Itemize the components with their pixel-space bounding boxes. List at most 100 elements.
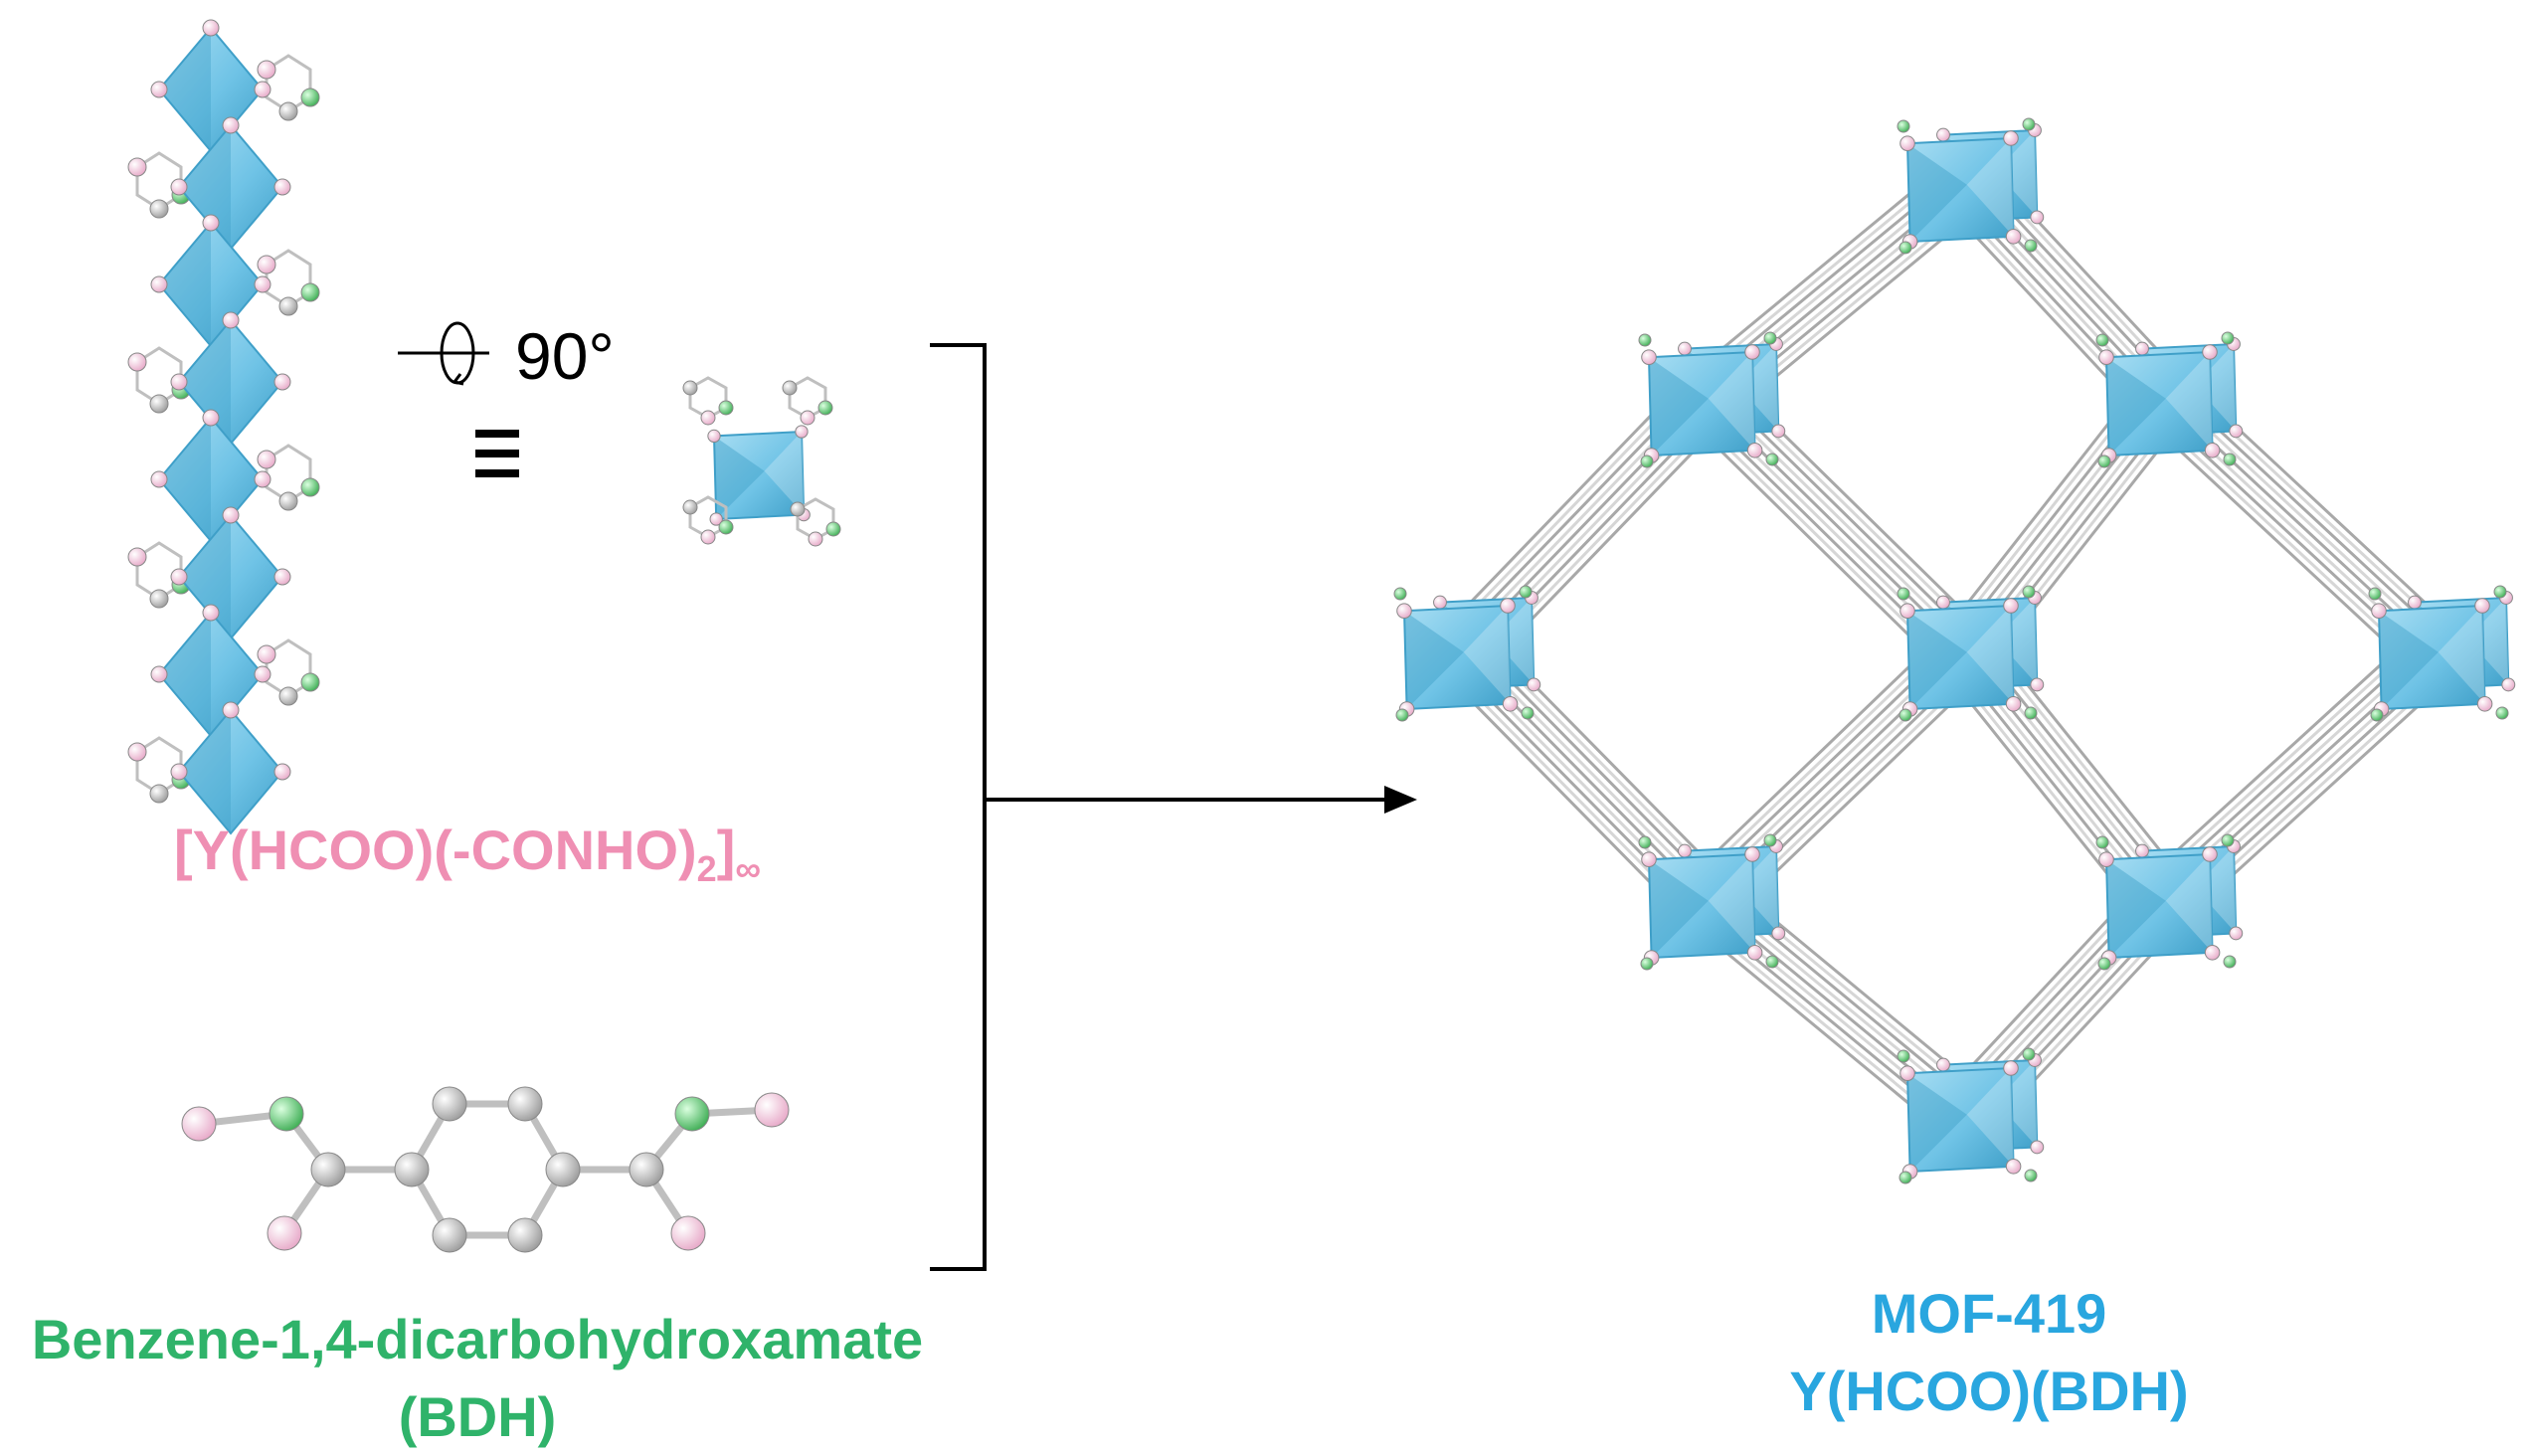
atom-N — [718, 400, 734, 416]
atom-O — [1746, 443, 1763, 458]
atom-C — [149, 589, 169, 609]
atom-N — [2495, 706, 2509, 720]
atom-N — [269, 1096, 304, 1132]
chain-formula-label: [Y(HCOO)(-CONHO)2]∞ — [173, 819, 762, 889]
polyhedron-face — [2379, 611, 2439, 709]
atom-O — [1771, 926, 1786, 941]
atom-O — [150, 665, 168, 683]
atom-C — [278, 491, 298, 511]
atom-N — [825, 521, 841, 537]
linker-strand — [1688, 920, 1949, 1137]
atom-O — [1641, 851, 1657, 867]
atom-O — [795, 425, 809, 439]
atom-O — [2204, 945, 2221, 961]
atom-O — [170, 373, 188, 391]
atom-O — [2474, 598, 2490, 614]
atom-N — [1897, 1049, 1910, 1063]
atom-O — [127, 157, 147, 177]
atom-O — [2030, 210, 2045, 225]
atom-O — [222, 506, 240, 524]
atom-C — [432, 1217, 467, 1253]
atom-O — [700, 529, 716, 545]
polyhedron-face — [1708, 854, 1755, 953]
mof-419-framework — [1393, 117, 2516, 1184]
atom-C — [507, 1217, 543, 1253]
atom-N — [1763, 331, 1777, 345]
polyhedron-face — [2466, 598, 2509, 685]
chain-rod-structure — [127, 19, 320, 835]
atom-O — [2030, 1140, 2045, 1155]
atom-O — [202, 604, 220, 622]
atom-N — [2370, 708, 2384, 722]
atom-O — [709, 512, 723, 526]
atom-O — [1641, 349, 1657, 365]
atom-O — [2229, 424, 2244, 439]
atom-N — [1519, 585, 1533, 599]
atom-N — [2221, 833, 2235, 847]
atom-N — [1638, 835, 1652, 849]
polyhedron-face — [2438, 606, 2485, 704]
mof-name-label: MOF-419 Y(HCOO)(BDH) — [1631, 1275, 2347, 1430]
polyhedron-face — [1907, 1073, 1967, 1172]
atom-O — [1936, 127, 1950, 142]
atom-O — [202, 19, 220, 37]
atom-N — [2223, 955, 2237, 969]
atom-O — [2098, 349, 2114, 365]
atom-O — [1936, 1057, 1950, 1072]
polyhedron-face — [1966, 1068, 2014, 1167]
atom-N — [300, 672, 320, 692]
bdh-ligand-molecule — [181, 1086, 790, 1253]
atom-O — [2135, 843, 2149, 858]
atom-O — [257, 255, 276, 274]
polyhedron-face — [2194, 344, 2237, 432]
atom-O — [1771, 424, 1786, 439]
atom-N — [300, 282, 320, 302]
polyhedron-face — [2106, 859, 2166, 958]
atom-C — [545, 1152, 581, 1187]
atom-O — [254, 470, 271, 488]
atom-O — [2408, 595, 2422, 610]
atom-C — [682, 499, 698, 515]
atom-O — [2501, 677, 2516, 692]
atom-O — [254, 81, 271, 98]
atom-O — [273, 178, 291, 196]
atom-N — [1640, 455, 1654, 468]
atom-N — [300, 88, 320, 107]
atom-O — [1899, 603, 1915, 619]
polyhedron-face — [2194, 846, 2237, 934]
atom-N — [718, 519, 734, 535]
atom-O — [2202, 344, 2218, 360]
atom-N — [2022, 1047, 2036, 1061]
atom-O — [2098, 851, 2114, 867]
atom-N — [2095, 333, 2109, 347]
atom-O — [170, 178, 188, 196]
atom-O — [257, 644, 276, 664]
atom-O — [202, 409, 220, 427]
atom-O — [181, 1106, 217, 1142]
equivalence-icon — [475, 430, 519, 477]
polyhedron-face — [1649, 357, 1709, 455]
rotation-arrow-icon — [398, 321, 489, 386]
polyhedron-face — [1736, 846, 1779, 934]
atom-O — [257, 60, 276, 80]
atom-O — [222, 701, 240, 719]
atom-C — [629, 1152, 664, 1187]
atom-O — [127, 742, 147, 762]
atom-C — [149, 784, 169, 804]
atom-O — [254, 275, 271, 293]
atom-C — [310, 1152, 346, 1187]
atom-N — [1395, 708, 1409, 722]
atom-O — [254, 665, 271, 683]
atom-O — [2476, 696, 2493, 712]
atom-O — [202, 214, 220, 232]
atom-N — [1897, 119, 1910, 133]
atom-C — [790, 501, 806, 517]
atom-N — [1899, 708, 1912, 722]
atom-N — [300, 477, 320, 497]
atom-N — [1393, 587, 1407, 601]
atom-O — [1678, 843, 1692, 858]
polyhedron-face — [1995, 598, 2038, 685]
atom-O — [273, 568, 291, 586]
atom-N — [1638, 333, 1652, 347]
